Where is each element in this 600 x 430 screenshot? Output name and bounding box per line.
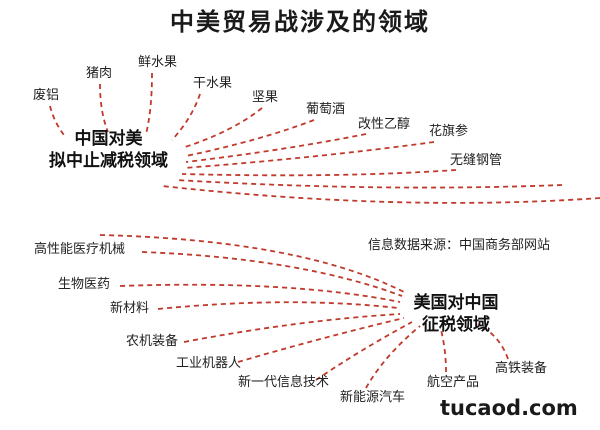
hub-bottom-line2: 征税领域 [422,315,490,335]
connector-top-4 [171,93,201,141]
hub-china-tariff-suspension: 中国对美 拟中止减税领域 [36,128,181,172]
connector-bottom-8 [439,325,447,373]
top-leaf-5: 坚果 [252,90,279,105]
bottom-leaf-2: 生物医药 [58,277,111,292]
bottom-leaf-9: 高铁装备 [495,361,548,376]
bottom-leaf-3: 新材料 [110,301,150,316]
bottom-leaf-1: 高性能医疗机械 [34,242,126,257]
page-title: 中美贸易战涉及的领域 [170,8,430,36]
connector-bottom-3 [157,301,399,310]
connector-top-6 [185,119,315,157]
top-leaf-6: 葡萄酒 [306,102,346,117]
top-leaf-3: 鲜水果 [138,55,178,70]
connector-bottom-4 [183,313,401,343]
bottom-leaf-6: 新一代信息技术 [238,375,330,390]
connector-bottom-10 [99,234,405,293]
connector-bottom-1 [141,251,403,297]
connector-top-10 [175,179,563,189]
top-leaf-9: 无缝钢管 [450,153,503,168]
connector-top-3 [145,72,153,135]
hub-us-tariff-areas: 美国对中国 征税领域 [396,292,516,336]
bottom-leaf-7: 新能源汽车 [340,390,406,405]
bottom-leaf-4: 农机装备 [126,334,179,349]
hub-bottom-line1: 美国对中国 [413,293,499,313]
top-leaf-8: 花旗参 [429,124,469,139]
connector-top-2 [99,83,109,133]
connector-bottom-6 [315,321,413,381]
top-leaf-2: 猪肉 [86,66,113,81]
connector-top-9 [181,169,457,177]
connector-top-8 [183,141,435,169]
connector-bottom-2 [119,283,401,303]
connector-top-1 [49,105,65,136]
top-leaf-1: 废铝 [33,88,60,103]
hub-top-line2: 拟中止减税领域 [49,151,168,171]
connector-top-7 [185,133,367,163]
connector-top-5 [181,107,263,149]
source-note: 信息数据来源：中国商务部网站 [368,238,551,253]
top-leaf-7: 改性乙醇 [358,117,411,132]
connector-bottom-9 [477,323,509,360]
hub-top-line1: 中国对美 [74,129,143,149]
bottom-leaf-5: 工业机器人 [176,356,242,371]
connector-top-11 [161,185,600,204]
connector-bottom-5 [237,317,405,363]
watermark: tucaod.com [440,396,578,420]
connector-bottom-7 [365,325,421,389]
top-leaf-4: 干水果 [193,76,233,91]
bottom-leaf-8: 航空产品 [427,375,480,390]
